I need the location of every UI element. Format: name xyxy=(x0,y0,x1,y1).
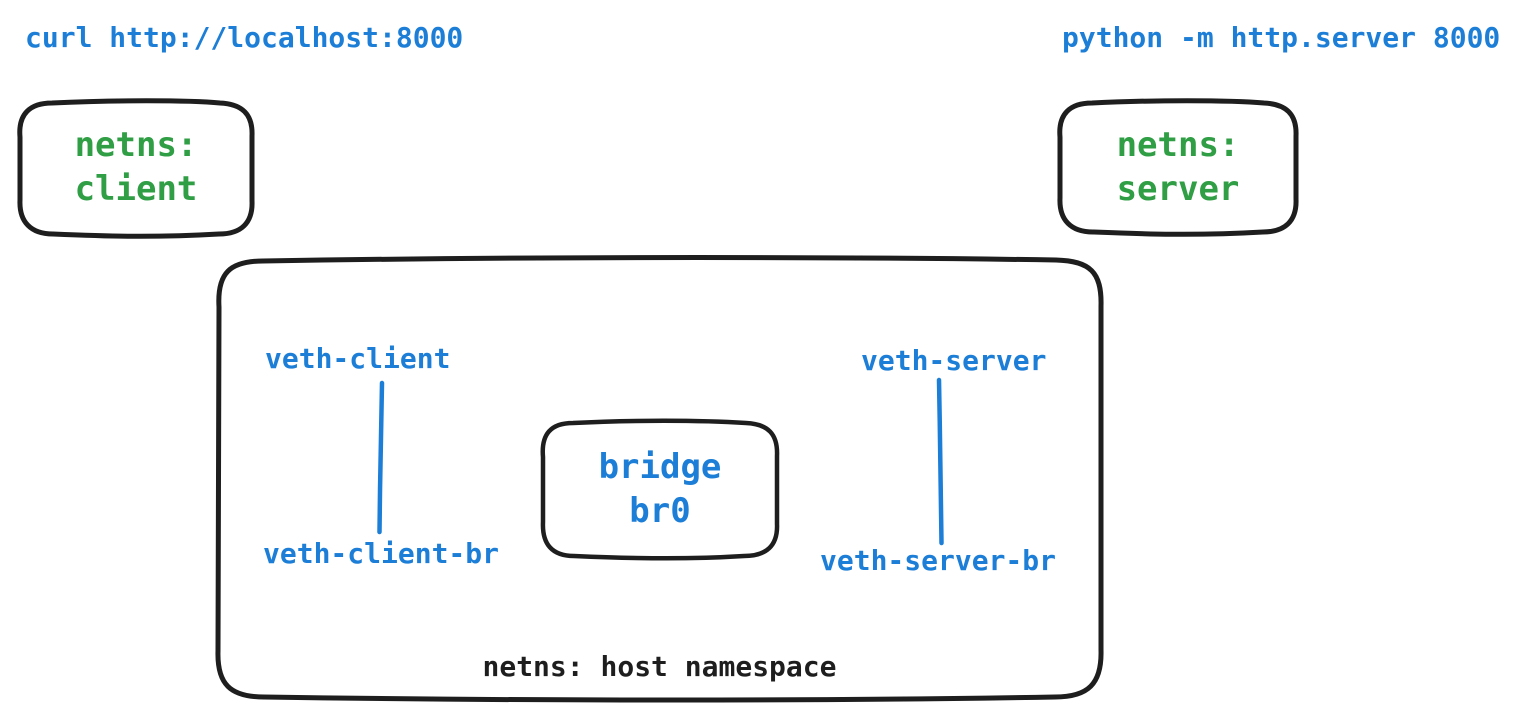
netns-server-label-line1: netns: xyxy=(1116,124,1240,165)
netns-client-node: netns: client xyxy=(20,100,252,234)
netns-client-box xyxy=(17,98,255,239)
bridge-label-line2: br0 xyxy=(629,490,691,531)
netns-server-node: netns: server xyxy=(1060,100,1296,233)
veth-client-br-label: veth-client-br xyxy=(263,537,500,570)
bridge-box xyxy=(540,418,780,561)
netns-client-label-line2: client xyxy=(74,169,198,209)
client-command-label: curl http://localhost:8000 xyxy=(25,21,464,54)
netns-server-label-line2: server xyxy=(1116,168,1240,209)
bridge-node: bridge br0 xyxy=(543,420,777,557)
veth-server-link-line xyxy=(936,377,944,546)
host-namespace-label: netns: host namespace xyxy=(482,650,837,683)
veth-server-br-label: veth-server-br xyxy=(820,544,1057,577)
veth-server-label: veth-server xyxy=(861,344,1047,377)
netns-client-label-line1: netns: xyxy=(74,125,198,165)
host-namespace-box xyxy=(215,255,1104,703)
netns-server-box xyxy=(1057,98,1299,237)
bridge-label-line1: bridge xyxy=(598,446,722,487)
veth-client-label: veth-client xyxy=(265,342,451,375)
server-command-label: python -m http.server 8000 xyxy=(1062,21,1501,54)
veth-client-link-line xyxy=(377,380,385,535)
